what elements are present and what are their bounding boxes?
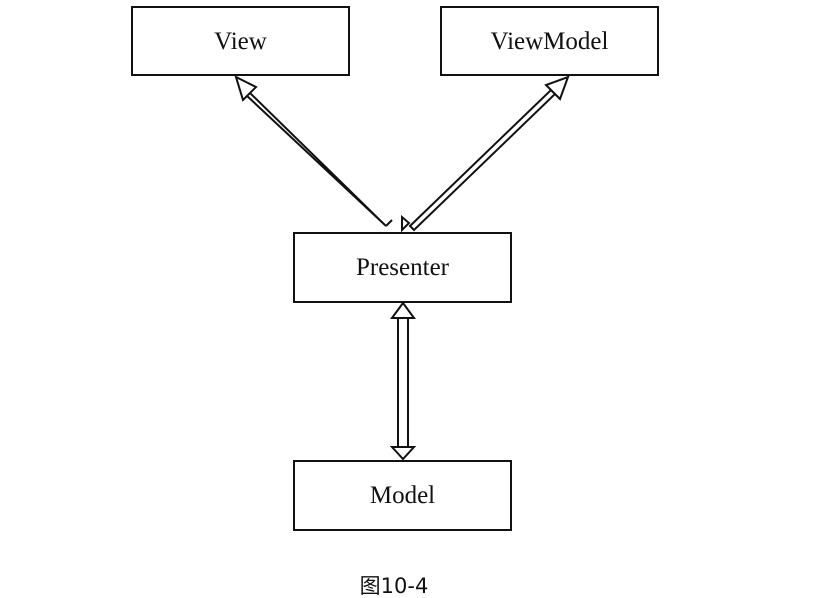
arrow-presenter-to-view <box>234 75 393 227</box>
arrow-presenter-viewmodel <box>401 75 570 233</box>
view-node-label: View <box>214 27 267 55</box>
viewmodel-node-label: ViewModel <box>490 27 609 55</box>
view-node: View <box>131 6 350 76</box>
figure-caption: 图10-4 <box>359 574 429 598</box>
presenter-node: Presenter <box>293 232 512 303</box>
model-node-label: Model <box>369 482 436 509</box>
model-node: Model <box>293 460 512 531</box>
presenter-node-label: Presenter <box>355 254 450 281</box>
arrow-presenter-model <box>389 301 417 461</box>
viewmodel-node: ViewModel <box>440 6 659 76</box>
